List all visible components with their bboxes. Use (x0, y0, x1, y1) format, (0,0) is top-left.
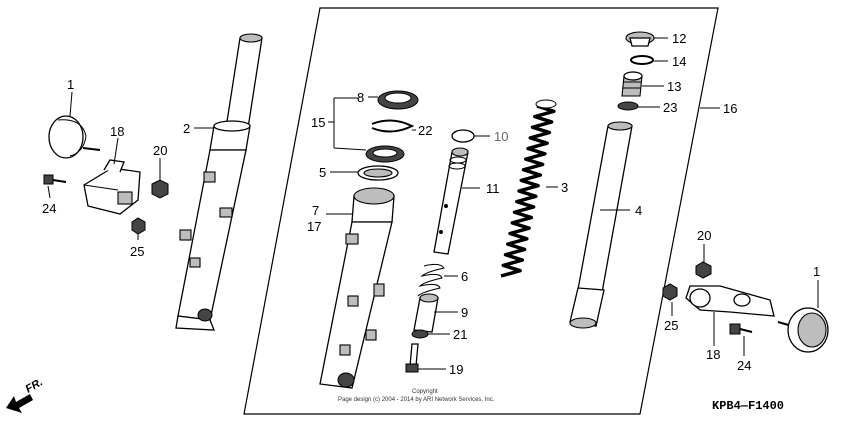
fork-spring (500, 99, 557, 278)
bolt-right (729, 323, 753, 335)
oil-seal (377, 90, 419, 110)
nut-right (695, 261, 712, 279)
fork-cap-o-ring (630, 55, 654, 65)
callout-18-left: 18 (110, 124, 124, 139)
callout-2: 2 (183, 121, 190, 136)
callout-13: 13 (667, 79, 681, 94)
assembly-panel (243, 7, 719, 415)
reflector-right (777, 307, 829, 353)
callout-1-right: 1 (813, 264, 820, 279)
sealing-washer (411, 329, 429, 339)
rebound-spring (417, 263, 445, 297)
callout-9: 9 (461, 305, 468, 320)
washer-nut-left (131, 217, 146, 235)
copyright-notice: Page design (c) 2004 - 2014 by ARI Netwo… (338, 397, 495, 403)
front-direction-label: FR. (24, 376, 45, 395)
callout-25-right: 25 (664, 318, 678, 333)
fork-bolt-cap (625, 31, 655, 47)
reflector-left (48, 115, 101, 159)
fork-piston (433, 147, 469, 255)
leader-lines (47, 37, 819, 370)
callout-11: 11 (486, 181, 500, 196)
callout-23: 23 (663, 100, 677, 115)
diagram-code: KPB4—F1400 (712, 399, 784, 413)
piston-ring (451, 129, 475, 143)
fork-spring-top-coil (535, 99, 557, 109)
callout-12: 12 (672, 31, 686, 46)
bottom-case (319, 187, 395, 389)
callout-15: 15 (311, 115, 325, 130)
callout-7: 7 (312, 203, 319, 218)
reflector-bracket-right (685, 285, 775, 317)
callout-20-left: 20 (153, 143, 167, 158)
callout-25-left: 25 (130, 244, 144, 259)
callout-24-right: 24 (737, 358, 751, 373)
callout-19: 19 (449, 362, 463, 377)
callout-24-left: 24 (42, 201, 56, 216)
back-up-ring (365, 145, 405, 163)
callout-16: 16 (723, 101, 737, 116)
front-direction-arrow: FR. (6, 376, 45, 413)
callout-8: 8 (357, 90, 364, 105)
washer-nut-right (662, 283, 678, 301)
fork-tube-assembly (175, 33, 263, 331)
callout-3: 3 (561, 180, 568, 195)
bolt-left (43, 174, 67, 185)
callout-5: 5 (319, 165, 326, 180)
callout-10: 10 (494, 129, 508, 144)
callout-22: 22 (418, 123, 432, 138)
oil-lock-piece (413, 293, 439, 333)
slider-bushing (357, 165, 399, 181)
callout-1-left: 1 (67, 77, 74, 92)
fork-pipe (569, 121, 633, 329)
socket-bolt (405, 343, 419, 373)
callout-20-right: 20 (697, 228, 711, 243)
callout-18-right: 18 (706, 347, 720, 362)
copyright-heading: Copyright (412, 389, 438, 395)
callout-21: 21 (453, 327, 467, 342)
callout-6: 6 (461, 269, 468, 284)
spring-seat-stopper (617, 101, 639, 111)
spring-seat (621, 71, 643, 97)
callout-4: 4 (635, 203, 642, 218)
stopper-ring (371, 119, 415, 133)
callout-17: 17 (307, 219, 321, 234)
callout-14: 14 (672, 54, 686, 69)
reflector-bracket-left (83, 159, 141, 215)
nut-left (151, 179, 169, 199)
